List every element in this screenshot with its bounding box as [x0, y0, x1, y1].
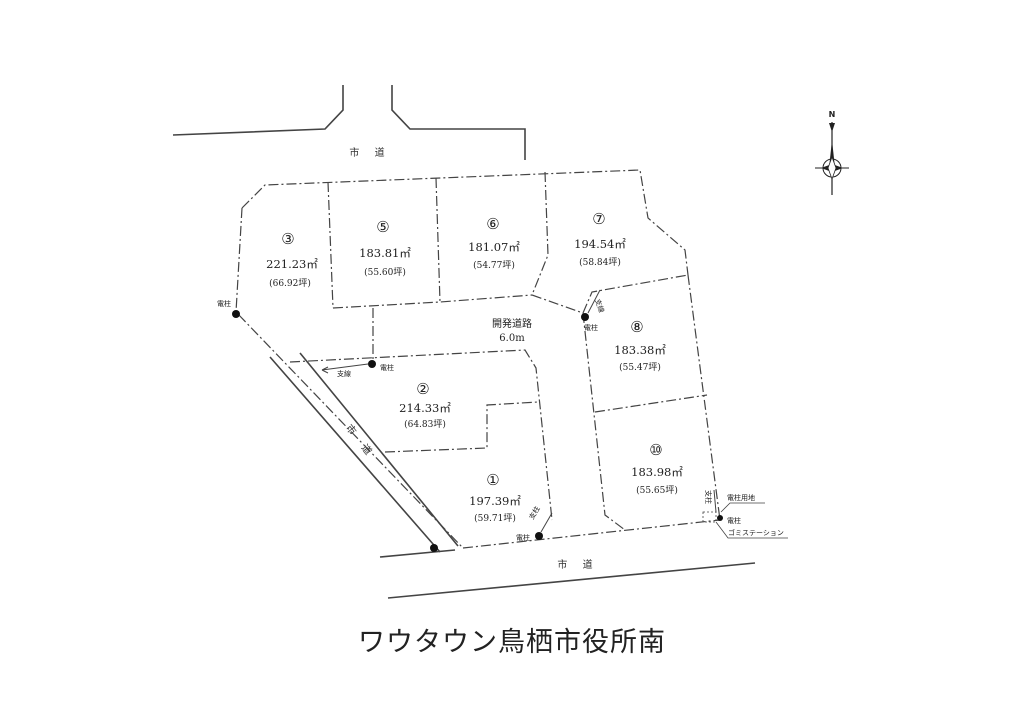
utility-pole [535, 532, 543, 540]
north-road-edge [172, 85, 526, 160]
lot-tsubo: (55.47坪) [619, 362, 661, 373]
utility-pole [232, 310, 240, 318]
lot-area: 221.23㎡ [266, 257, 318, 271]
garbage-station-box [702, 511, 717, 523]
lot-number: ⑧ [630, 318, 643, 336]
lot-6: ⑥ 181.07㎡ (54.77坪) [468, 215, 520, 271]
page-title: ワウタウン鳥栖市役所南 [358, 627, 666, 658]
lot-number: ⑥ [486, 215, 499, 233]
lot-8: ⑧ 183.38㎡ (55.47坪) [614, 318, 666, 373]
lot-area: 183.38㎡ [614, 343, 666, 357]
lot-1: ① 197.39㎡ (59.71坪) [469, 471, 521, 524]
lot-number: ① [486, 471, 499, 489]
compass-north-label: N [829, 110, 836, 119]
pole-land-label: 電柱用地 [727, 493, 755, 502]
guy-wire-label: 支線 [593, 298, 606, 314]
lot-tsubo: (55.60坪) [364, 267, 406, 278]
pole-land-leader [720, 502, 765, 513]
pole-label: 電柱 [380, 363, 394, 372]
pole-label: 電柱 [516, 533, 530, 542]
lot-3: ③ 221.23㎡ (66.92坪) [266, 230, 318, 289]
lot-2: ② 214.33㎡ (64.83坪) [399, 380, 451, 430]
lot-area: 183.98㎡ [631, 465, 683, 479]
lot-area: 183.81㎡ [359, 246, 411, 260]
garbage-station-label: ゴミステーション [728, 528, 784, 537]
lot-number: ⑤ [376, 218, 389, 236]
lot-tsubo: (66.92坪) [269, 278, 311, 289]
guy-wire-label: 支線 [337, 369, 351, 378]
lot-area: 197.39㎡ [469, 494, 521, 508]
pole-label: 電柱 [727, 516, 741, 525]
lot-number: ② [416, 380, 429, 398]
lot-7: ⑦ 194.54㎡ (58.84坪) [574, 210, 626, 268]
pole-label: 電柱 [217, 299, 231, 308]
support-pole-label: 支柱 [704, 490, 713, 504]
utility-pole [717, 515, 723, 521]
lot-number: ⑦ [592, 210, 605, 228]
lot-tsubo: (59.71坪) [474, 513, 516, 524]
south-road-label: 市 道 [557, 558, 598, 571]
lot-tsubo: (58.84坪) [579, 257, 621, 268]
utility-pole [368, 360, 376, 368]
dev-road-width: 6.0m [499, 333, 525, 344]
lot-10: ⑩ 183.98㎡ (55.65坪) [631, 441, 683, 496]
lot-tsubo: (55.65坪) [636, 485, 678, 496]
lot-number: ③ [281, 230, 294, 248]
west-road-edge [269, 352, 459, 553]
guy-wire-arrow [587, 289, 601, 314]
support-pole-label: 支柱 [527, 504, 542, 521]
guy-wire-arrow [321, 363, 369, 374]
lot-number: ⑩ [649, 441, 662, 459]
north-road-label: 市 道 [349, 146, 390, 159]
compass-icon: N [815, 110, 849, 195]
utility-pole [430, 544, 438, 552]
lot-area: 181.07㎡ [468, 240, 520, 254]
pole-label: 電柱 [584, 323, 598, 332]
garbage-station-leader [715, 521, 788, 539]
lot-5: ⑤ 183.81㎡ (55.60坪) [359, 218, 411, 278]
lot-area: 194.54㎡ [574, 237, 626, 251]
dev-road-name: 開発道路 [492, 317, 532, 330]
utility-pole [581, 313, 589, 321]
lot-tsubo: (64.83坪) [404, 419, 446, 430]
support-pole-arrow [540, 512, 553, 533]
support-pole-arrow [713, 489, 717, 513]
south-road-edge [379, 549, 756, 599]
lot-area: 214.33㎡ [399, 401, 451, 415]
lot-tsubo: (54.77坪) [473, 260, 515, 271]
